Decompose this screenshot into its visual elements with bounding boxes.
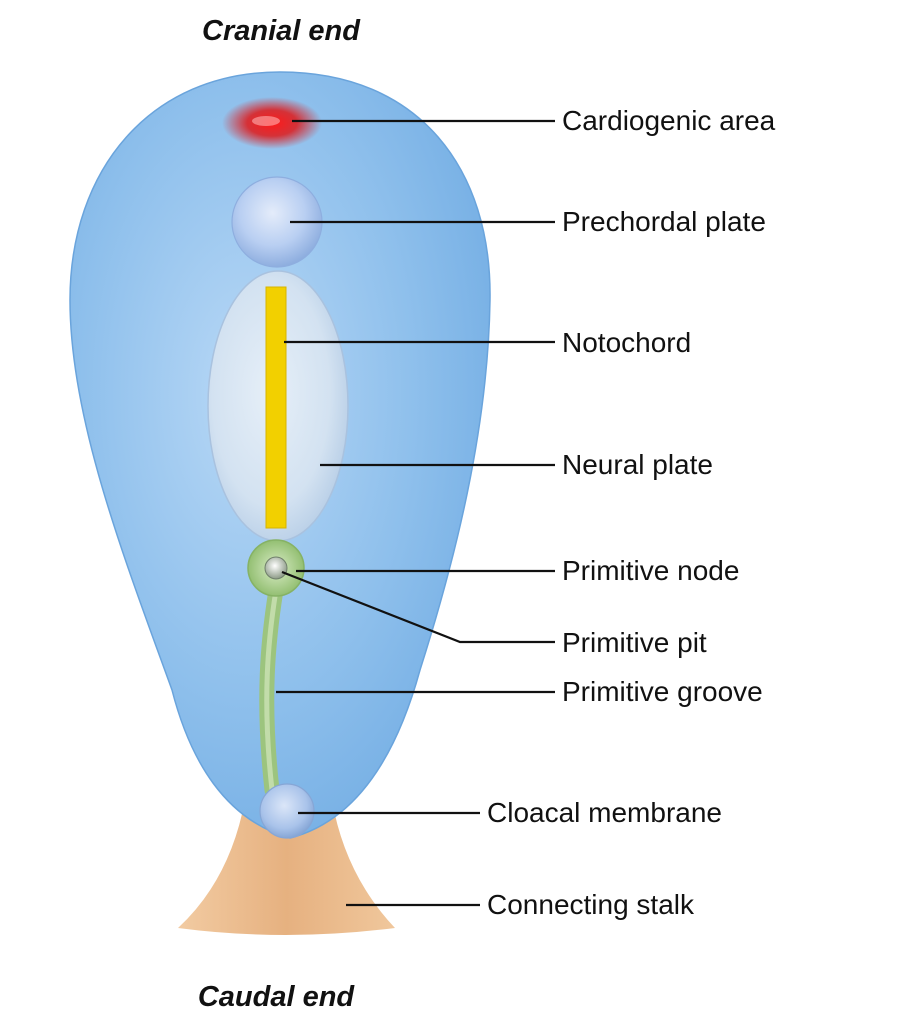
caudal-end-label: Caudal end [198, 981, 356, 1013]
notochord [265, 286, 287, 529]
primitive-pit-leader [281, 570, 555, 644]
primitive-groove-label: Primitive groove [562, 676, 763, 707]
primitive-node-label: Primitive node [562, 555, 739, 586]
cardiogenic-area-label: Cardiogenic area [562, 105, 776, 136]
notochord-label: Notochord [562, 327, 691, 358]
cloacal-membrane-label: Cloacal membrane [487, 797, 722, 828]
primitive-pit-label: Primitive pit [562, 627, 707, 658]
prechordal-plate-label: Prechordal plate [562, 206, 766, 237]
primitive-pit [264, 556, 288, 580]
neural-plate-label: Neural plate [562, 449, 713, 480]
cloacal-membrane [259, 783, 315, 839]
cranial-end-label: Cranial end [202, 15, 361, 47]
connecting-stalk-label: Connecting stalk [487, 889, 695, 920]
connecting-stalk [178, 800, 395, 935]
